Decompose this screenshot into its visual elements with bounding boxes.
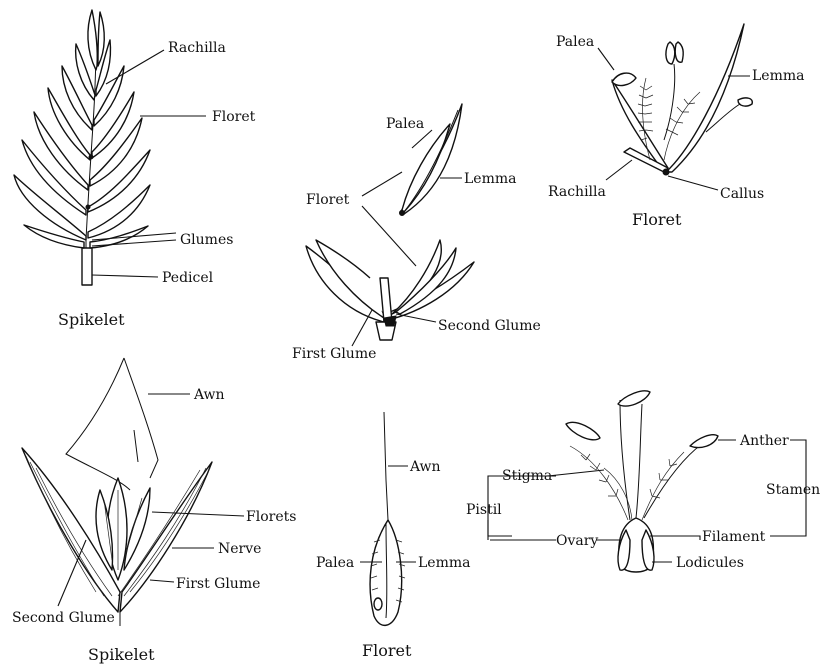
floret-leader-a: [362, 172, 402, 196]
label-stigma: Stigma: [502, 468, 552, 484]
callus-leader: [668, 176, 718, 190]
label-ovary: Ovary: [556, 533, 598, 549]
label-floret: Floret: [212, 109, 256, 125]
label-glumes: Glumes: [180, 232, 233, 248]
caption-floret-top: Floret: [632, 210, 682, 229]
label-first-glume-left: First Glume: [176, 576, 260, 592]
label-callus: Callus: [720, 186, 764, 202]
rachilla-right-leader: [606, 160, 632, 180]
label-anther: Anther: [739, 433, 789, 449]
palea-leader: [412, 130, 432, 148]
label-filament: Filament: [702, 529, 766, 545]
label-stamen: Stamen: [766, 482, 820, 498]
label-palea-right: Palea: [556, 34, 594, 50]
filament-leader: [650, 536, 700, 540]
label-first-glume-mid: First Glume: [292, 346, 376, 362]
label-floret-mid: Floret: [306, 192, 350, 208]
first-glume-leader: [352, 310, 372, 346]
second-glume-left-leader: [58, 540, 86, 606]
florets-leader: [152, 512, 244, 516]
stigma-leader: [548, 470, 604, 476]
label-pistil: Pistil: [466, 502, 502, 518]
caption-floret-bottom: Floret: [362, 641, 412, 660]
label-awn-left: Awn: [193, 387, 224, 403]
caption-spikelet-bottom: Spikelet: [88, 645, 155, 664]
label-lemma-floret: Lemma: [418, 555, 470, 571]
label-awn-floret: Awn: [409, 459, 440, 475]
awned-floret-illustration: [370, 412, 405, 625]
caption-spikelet-top: Spikelet: [58, 310, 125, 329]
label-rachilla: Rachilla: [168, 40, 226, 56]
label-lodicules: Lodicules: [676, 555, 744, 571]
label-palea-floret: Palea: [316, 555, 354, 571]
palea-right-leader: [598, 48, 614, 70]
label-nerve: Nerve: [218, 541, 261, 557]
rachilla-leader: [106, 50, 164, 84]
label-rachilla-right: Rachilla: [548, 184, 606, 200]
label-lemma-mid: Lemma: [464, 171, 516, 187]
label-second-glume-mid: Second Glume: [438, 318, 541, 334]
second-glume-leader: [396, 314, 436, 322]
label-second-glume-left: Second Glume: [12, 610, 115, 626]
label-lemma-right: Lemma: [752, 68, 804, 84]
label-palea-mid: Palea: [386, 116, 424, 132]
label-pedicel: Pedicel: [162, 270, 214, 286]
pedicel-leader: [92, 275, 158, 277]
label-florets: Florets: [246, 509, 296, 525]
floret-glume-illustration: [306, 104, 474, 340]
open-floret-illustration: [612, 24, 752, 175]
floret-leader-b: [362, 206, 416, 266]
first-glume-left-leader: [150, 580, 174, 582]
